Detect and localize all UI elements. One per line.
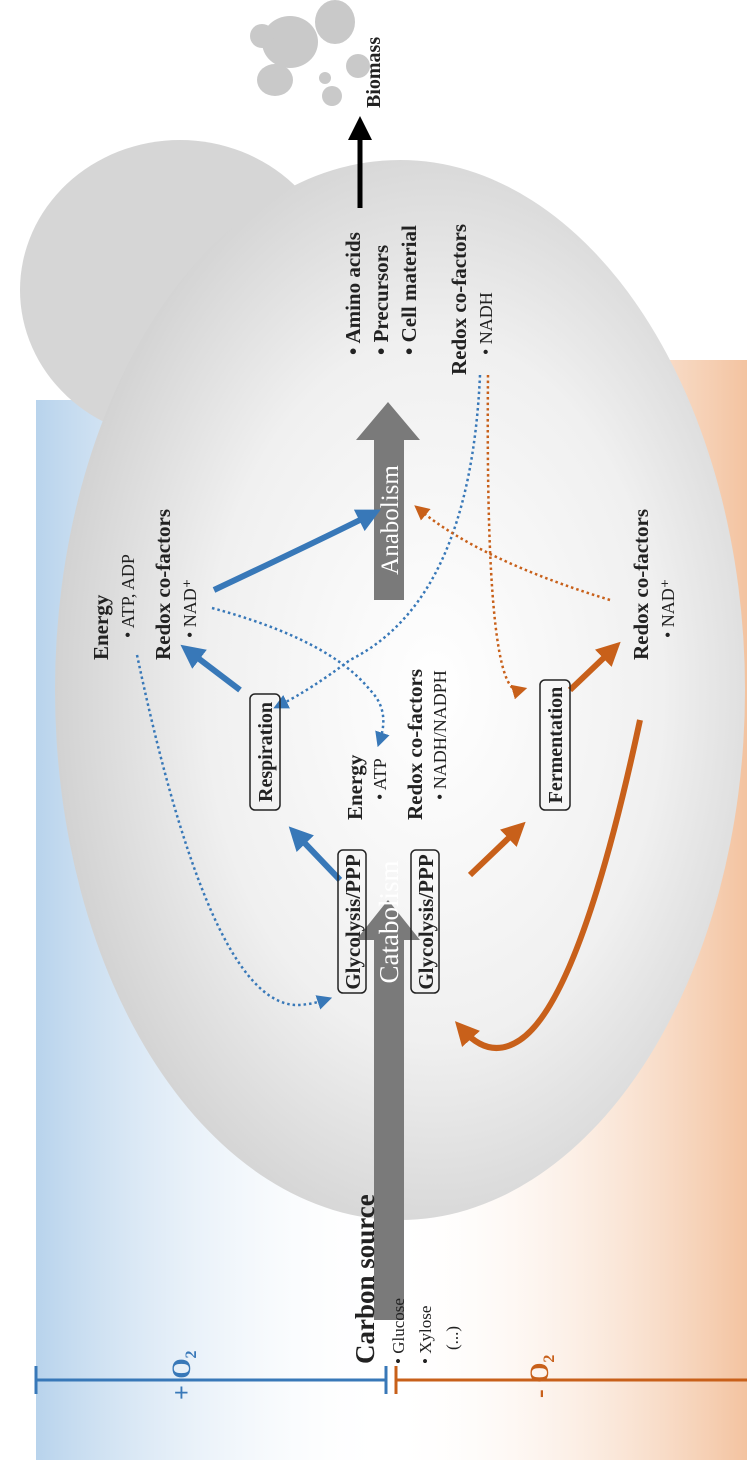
glycolysis-box-aerobic: [337, 849, 367, 994]
aerobic-flux-arrows: [180, 509, 381, 883]
glycolysis-anaerobic: Glycolysis/PPP: [414, 854, 438, 989]
respiration-box: [249, 693, 281, 811]
fermentation-label: Fermentation: [545, 687, 567, 804]
anaerobic-cofactor-links: [414, 374, 611, 700]
cat-redox-item: • NADH/NADPH: [430, 670, 450, 800]
catabolism-label: Catabolism: [374, 861, 404, 984]
anaerobic-flux-arrows: [454, 641, 643, 1051]
glycolysis-aerobic: Glycolysis/PPP: [341, 854, 365, 989]
anabolic-redox-title: Redox co-factors: [447, 224, 471, 375]
anaerobic-label: - O2: [525, 1355, 558, 1398]
anaerobic-bracket: [394, 1366, 747, 1394]
cat-redox-title: Redox co-factors: [403, 669, 427, 820]
carbon-source-title: Carbon source: [350, 1194, 380, 1364]
biomass-blobs: [250, 0, 370, 106]
resp-redox-title: Redox co-factors: [151, 509, 175, 660]
respiration-label: Respiration: [255, 702, 277, 802]
ferm-redox-item: • NAD⁺: [658, 579, 678, 638]
catabolism-arrow: [356, 900, 420, 1320]
resp-energy-title: Energy: [89, 594, 113, 660]
anabolic-item: • Amino acids: [341, 232, 365, 355]
anabolic-redox-item: • NADH: [476, 292, 496, 355]
glycolysis-box-anaerobic: [410, 849, 440, 994]
aerobic-bracket: [34, 1366, 388, 1394]
resp-redox-item: • NAD⁺: [180, 579, 200, 638]
anabolic-item: • Cell material: [397, 225, 421, 355]
carbon-source-item: • Glucose: [389, 1298, 408, 1364]
aerobic-cofactor-links: [135, 374, 482, 1010]
carbon-source-item: (...): [443, 1326, 462, 1350]
biomass-label: Biomass: [363, 37, 385, 108]
resp-energy-item: • ATP, ADP: [118, 554, 138, 638]
anabolic-item: • Precursors: [369, 245, 393, 355]
aerobic-label: + O2: [167, 1350, 200, 1400]
ferm-redox-title: Redox co-factors: [629, 509, 653, 660]
anabolism-arrow: [356, 402, 420, 600]
anabolism-label: Anabolism: [377, 465, 404, 575]
cat-energy-item: • ATP: [370, 758, 390, 800]
carbon-source-item: • Xylose: [416, 1306, 435, 1364]
label-layer: + O2 - O2 Carbon source • Glucose • Xylo…: [89, 37, 678, 1400]
fermentation-box: [539, 679, 571, 811]
cat-energy-title: Energy: [343, 754, 367, 820]
